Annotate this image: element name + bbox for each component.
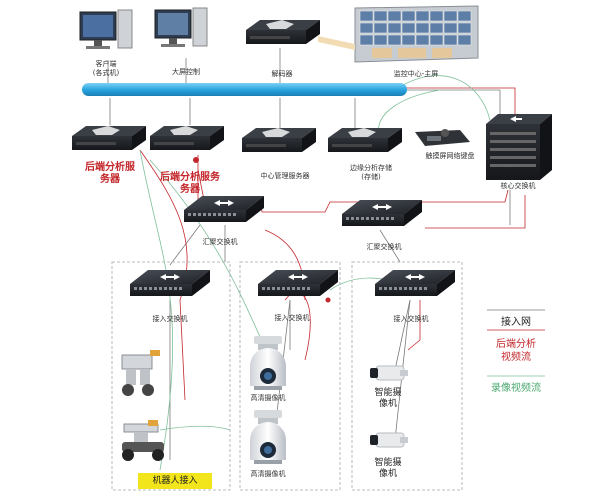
central-mgmt-label: 中心管理服务器 (260, 172, 310, 180)
legend-access-net: 接入网 (501, 317, 531, 328)
hd-camera-1-label: 高清摄像机 (250, 394, 286, 402)
backend-server-1-icon (72, 126, 146, 150)
legend-swatches (487, 309, 545, 377)
monitor-center-label: 监控中心-主屏 (393, 70, 439, 78)
agg-switch-2-label: 汇聚交换机 (366, 243, 402, 251)
client-label: 客户端 (各式机) (92, 60, 120, 77)
decoder-label: 解码器 (271, 70, 293, 78)
core-switch-icon (486, 114, 552, 180)
central-mgmt-server-icon (242, 128, 316, 152)
access-network-lines (107, 48, 511, 460)
monitor-wall-icon (318, 5, 479, 63)
client-pc-icon (79, 9, 133, 49)
edge-storage-icon (328, 128, 402, 152)
bigscreen-pc-icon (154, 7, 208, 47)
keyboard-icon (415, 129, 470, 146)
core-switch-label: 核心交换机 (500, 182, 536, 190)
robot-arm-icon (121, 350, 160, 396)
backend-server-2-icon (150, 126, 224, 163)
backend-server-2-label: 后端分析服务 务器 (160, 172, 220, 195)
agg-switch-1-icon (184, 196, 264, 222)
access-switch-3-icon (375, 270, 455, 296)
keyboard-label: 触摸屏网络键盘 (425, 152, 475, 160)
agg-switch-1-label: 汇聚交换机 (202, 238, 238, 246)
backbone-bus (82, 83, 407, 96)
backend-server-1-label: 后端分析服 务器 (85, 162, 135, 185)
edge-storage-label: 边缘分析存储 (存储) (350, 164, 392, 181)
hd-camera-2-label: 高清摄像机 (250, 470, 286, 478)
smart-camera-2-label: 智能摄 像机 (374, 458, 402, 479)
hd-dome-camera-1-icon (250, 336, 286, 390)
analysis-stream-lines (139, 87, 526, 401)
legend-analysis-stream: 后端分析 视频流 (496, 339, 536, 363)
decoder-icon (246, 20, 320, 44)
agg-switch-2-icon (342, 200, 422, 226)
access-switch-2-icon (258, 270, 338, 303)
access-switch-3-label: 接入交换机 (393, 315, 429, 323)
hd-dome-camera-2-icon (250, 410, 286, 464)
access-zones (111, 261, 463, 491)
robot-vehicle-icon (122, 420, 164, 461)
robot-access-tag: 机器人接入 (138, 473, 212, 489)
smart-camera-2-icon (369, 432, 409, 448)
smart-camera-1-label: 智能摄 像机 (374, 388, 402, 409)
bigscreen-label: 大屏控制 (172, 68, 200, 76)
access-switch-1-label: 接入交换机 (152, 315, 188, 323)
access-switch-2-label: 接入交换机 (274, 314, 310, 322)
smart-camera-1-icon (369, 365, 409, 381)
access-switch-1-icon (130, 270, 210, 296)
legend-record-stream: 录像视频流 (491, 383, 541, 394)
